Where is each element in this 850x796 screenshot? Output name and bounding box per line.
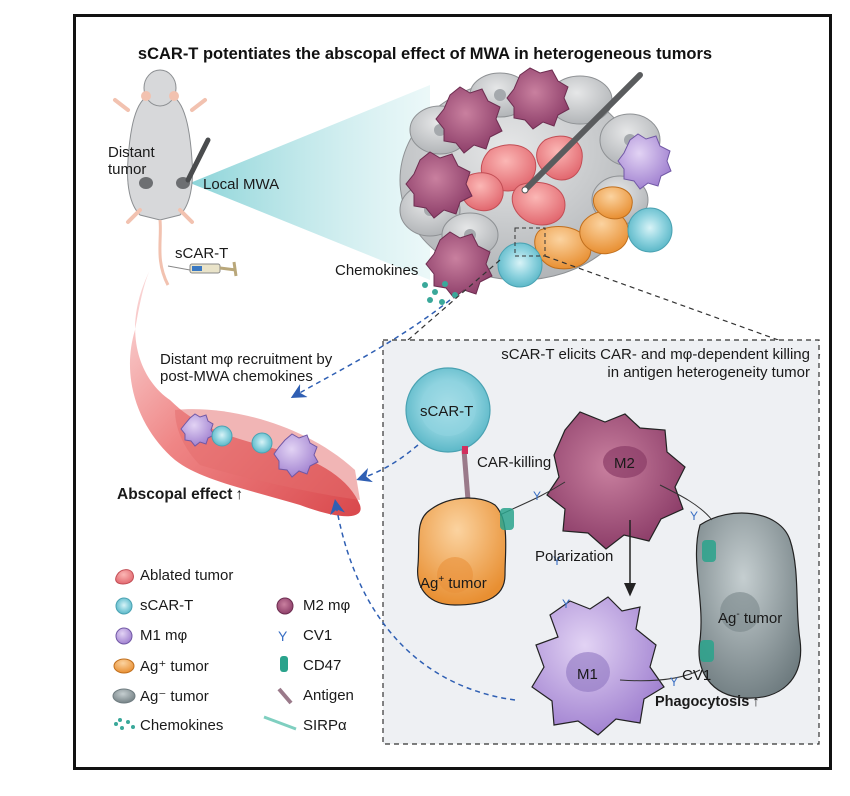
ag-positive-suffix: tumor: [444, 575, 487, 592]
m2-macrophage: [546, 411, 686, 550]
increase-arrow-icon: ↑: [235, 486, 244, 503]
m1-to-vessel-arrow: [330, 499, 516, 701]
legend-label: Ag⁻ tumor: [140, 688, 209, 705]
mechanism-title-line2: in antigen heterogeneity tumor: [607, 364, 810, 381]
cv1-icon: Y: [278, 628, 288, 644]
legend-label: Ag⁺ tumor: [140, 658, 209, 675]
cd47-coils: [500, 508, 716, 662]
ag-negative-suffix: tumor: [739, 610, 783, 627]
svg-text:Y: Y: [533, 489, 541, 503]
blood-vessel: [129, 270, 361, 517]
ag-negative-prefix: Ag: [718, 610, 737, 627]
abscopal-effect-label: Abscopal effect↑: [117, 486, 243, 503]
mwa-probe-small: [185, 137, 211, 183]
m1-label: M1: [577, 666, 598, 683]
distant-tumor-label-line2: tumor: [108, 161, 147, 178]
mechanism-title-line1: sCAR-T elicits CAR- and mφ-dependent kil…: [501, 346, 810, 363]
cd47-icon: [280, 656, 288, 672]
car-receptor: [461, 449, 471, 501]
phagocytosis-label: Phagocytosis↑: [655, 694, 760, 711]
mwa-beam: [190, 85, 430, 280]
local-mwa-label: Local MWA: [203, 176, 280, 193]
car-killing-label: CAR-killing: [477, 454, 552, 471]
mechanism-panel-title: sCAR-T elicits CAR- and mφ-dependent kil…: [501, 346, 810, 382]
distant-tumor-spot: [139, 177, 153, 189]
ag-negative-tumor-icon: [112, 688, 136, 704]
chemokines-icon: [114, 718, 135, 730]
ag-negative-label: Ag- tumor: [718, 606, 782, 627]
ag-positive-prefix: Ag: [420, 575, 439, 592]
recruitment-arrow: [290, 299, 451, 398]
m2-macrophage-icon: [276, 597, 294, 615]
m2-label: M2: [614, 455, 635, 472]
distant-tumor-label-line1: Distant: [108, 144, 155, 161]
figure-title: sCAR-T potentiates the abscopal effect o…: [137, 45, 713, 63]
legend-label: Ablated tumor: [140, 567, 234, 584]
legend-item-chemokines: Chemokines: [140, 717, 223, 734]
vessel-cells: [180, 413, 319, 478]
chemokines-label: Chemokines: [335, 262, 419, 279]
antigen-icon: [277, 687, 293, 705]
injection-label: sCAR-T: [175, 245, 229, 262]
tumor-cluster: [399, 67, 673, 299]
ag-positive-sup: +: [438, 574, 445, 585]
zoom-connector-right: [544, 255, 821, 356]
svg-text:Y: Y: [553, 554, 561, 568]
legend-item-ag-negative: Ag⁻ tumor: [140, 687, 209, 705]
ablated-tumor-icon: [115, 569, 134, 585]
svg-text:Y: Y: [562, 597, 570, 611]
legend-label: M2 mφ: [303, 597, 351, 614]
polarization-label: Polarization: [535, 548, 614, 565]
legend-label: CD47: [303, 657, 342, 674]
sirpa-icon: [263, 715, 297, 731]
cv1-label: CV1: [682, 667, 712, 684]
legend-label: Antigen: [303, 687, 354, 704]
m1-macrophage-icon: [115, 627, 133, 645]
increase-arrow-icon: ↑: [752, 694, 760, 710]
legend-icons: Y: [112, 569, 297, 731]
legend-label: Chemokines: [140, 717, 224, 734]
mouse: [113, 69, 211, 286]
chemokines-cluster: [422, 281, 458, 305]
recruitment-label-line2: post-MWA chemokines: [160, 368, 313, 385]
svg-text:Y: Y: [670, 675, 678, 689]
legend-label: sCAR-T: [140, 597, 194, 614]
legend-item-cv1: CV1: [303, 627, 332, 644]
legend-item-m2: M2 mφ: [303, 597, 350, 614]
cv1-antibodies: Y Y Y Y Y: [533, 489, 698, 689]
legend-item-antigen: Antigen: [303, 687, 354, 704]
syringe-icon: [167, 261, 238, 277]
legend-label: M1 mφ: [140, 627, 188, 644]
ag-negative-sup: -: [736, 609, 740, 620]
legend-item-ag-positive: Ag⁺ tumor: [140, 657, 209, 675]
ag-positive-label: Ag+ tumor: [420, 571, 487, 592]
recruitment-label-line1: Distant mφ recruitment by: [160, 351, 333, 368]
legend-item-ablated-tumor: Ablated tumor: [140, 567, 233, 584]
abscopal-effect-text: Abscopal effect: [117, 486, 233, 503]
phagocytosis-text: Phagocytosis: [655, 694, 750, 710]
legend-item-m1: M1 mφ: [140, 627, 187, 644]
legend-item-cd47: CD47: [303, 657, 341, 674]
legend-item-scart: sCAR-T: [140, 597, 193, 614]
legend-label: SIRPα: [303, 717, 347, 734]
legend-label: CV1: [303, 627, 333, 644]
svg-text:Y: Y: [690, 509, 698, 523]
ag-positive-tumor-icon: [113, 658, 135, 674]
scart-cell-label: sCAR-T: [420, 403, 474, 420]
scart-icon: [115, 597, 133, 615]
legend-item-sirpa: SIRPα: [303, 717, 347, 734]
mwa-probe: [522, 72, 643, 193]
